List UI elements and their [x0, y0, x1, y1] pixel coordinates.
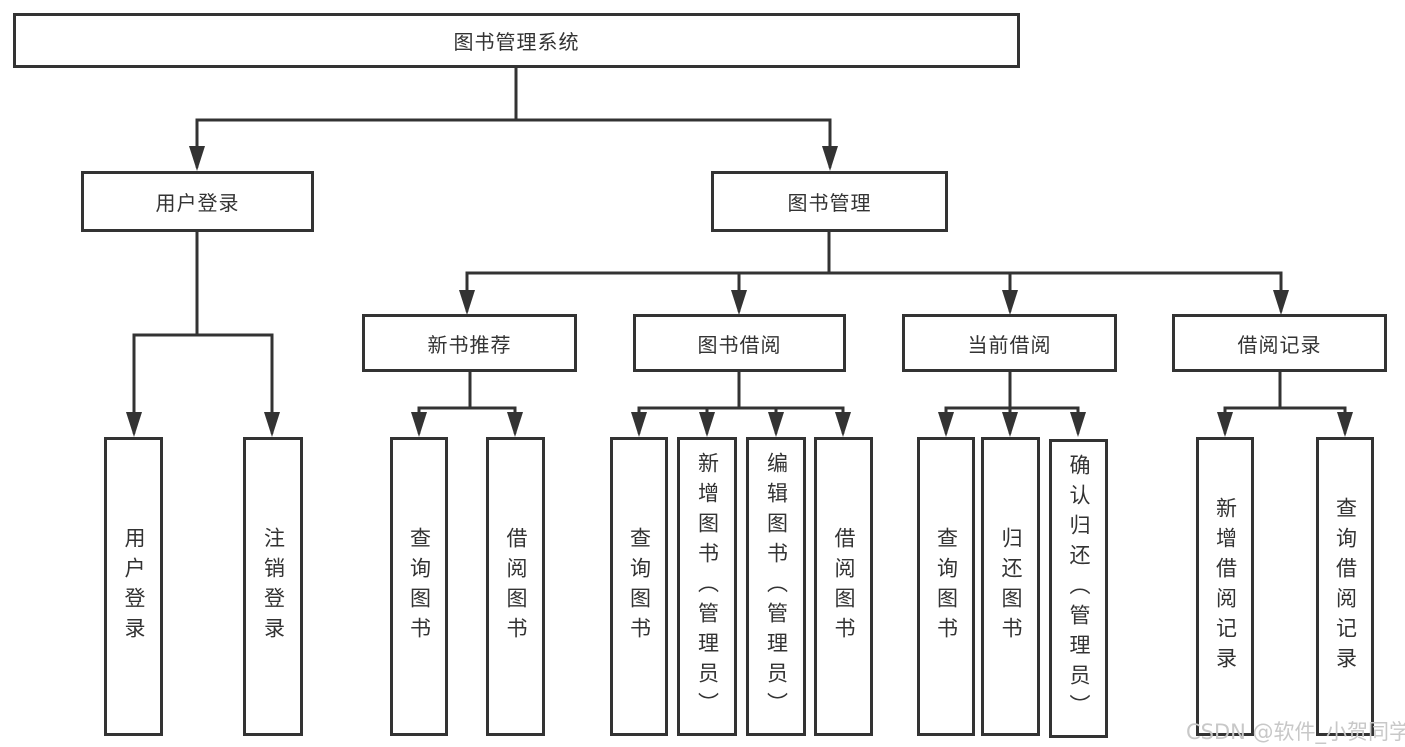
node-borrow-records-label: 借阅记录	[1237, 332, 1322, 357]
node-user-login-label: 用户登录	[155, 191, 240, 215]
node-book-management: 图书管理	[711, 171, 948, 232]
connector-current-borrow-branch	[938, 370, 1086, 437]
leaf-cb-confirm-return-admin: 确认归还（管理员）	[1049, 439, 1108, 738]
leaf-cb-query-books: 查询图书	[917, 437, 975, 736]
leaf-bb-query-books-label: 查询图书	[627, 526, 652, 647]
node-book-management-label: 图书管理	[787, 191, 872, 215]
node-borrow-records: 借阅记录	[1172, 314, 1387, 372]
node-new-book-recommend: 新书推荐	[362, 314, 577, 372]
leaf-cb-query-books-label: 查询图书	[934, 526, 959, 647]
leaf-nbr-query-books: 查询图书	[390, 437, 448, 736]
connector-root-to-level2	[189, 66, 838, 171]
leaf-nbr-borrow-books: 借阅图书	[486, 437, 545, 736]
connector-new-book-recommend-branch	[411, 370, 523, 437]
leaf-cb-return-books: 归还图书	[981, 437, 1040, 736]
leaf-user-login: 用户登录	[104, 437, 163, 736]
node-new-book-recommend-label: 新书推荐	[427, 332, 512, 357]
leaf-bb-edit-books-admin: 编辑图书（管理员）	[746, 437, 806, 736]
leaf-bb-borrow-books-label: 借阅图书	[832, 526, 856, 647]
leaf-bb-query-books: 查询图书	[610, 437, 668, 736]
leaf-nbr-borrow-books-label: 借阅图书	[504, 526, 528, 647]
leaf-br-query-record: 查询借阅记录	[1316, 437, 1374, 736]
node-current-borrow-label: 当前借阅	[967, 332, 1052, 357]
connector-book-borrow-branch	[631, 370, 851, 437]
leaf-user-login-label: 用户登录	[122, 526, 146, 647]
connector-borrow-records-branch	[1217, 370, 1353, 437]
leaf-br-add-record: 新增借阅记录	[1196, 437, 1254, 736]
leaf-br-add-record-label: 新增借阅记录	[1213, 496, 1238, 677]
leaf-logout-label: 注销登录	[261, 526, 286, 647]
leaf-nbr-query-books-label: 查询图书	[407, 526, 432, 647]
connector-user-login-branch	[126, 230, 280, 437]
node-root-label: 图书管理系统	[453, 30, 580, 54]
leaf-bb-borrow-books: 借阅图书	[814, 437, 873, 736]
node-root: 图书管理系统	[13, 13, 1020, 68]
node-book-borrow: 图书借阅	[633, 314, 846, 372]
csdn-watermark: CSDN @软件_小贺同学	[1186, 720, 1405, 744]
leaf-cb-return-books-label: 归还图书	[999, 526, 1023, 647]
leaf-bb-edit-books-admin-label: 编辑图书（管理员）	[764, 451, 789, 722]
node-book-borrow-label: 图书借阅	[697, 332, 782, 357]
leaf-cb-confirm-return-admin-label: 确认归还（管理员）	[1067, 453, 1091, 724]
node-user-login: 用户登录	[81, 171, 314, 232]
leaf-logout: 注销登录	[243, 437, 303, 736]
leaf-bb-add-books-admin: 新增图书（管理员）	[677, 437, 737, 736]
connector-book-management-branch	[459, 230, 1289, 315]
node-current-borrow: 当前借阅	[902, 314, 1117, 372]
leaf-br-query-record-label: 查询借阅记录	[1333, 496, 1358, 677]
leaf-bb-add-books-admin-label: 新增图书（管理员）	[695, 451, 720, 722]
